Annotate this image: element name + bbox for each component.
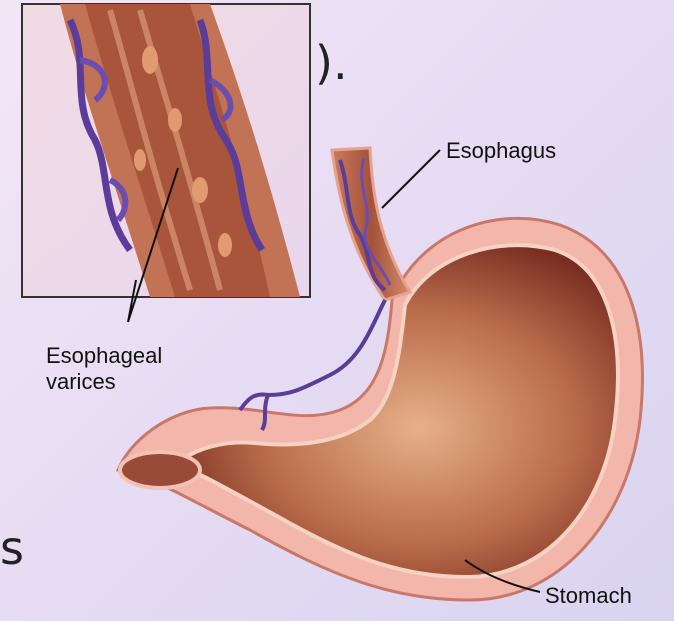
label-esophageal-varices: Esophageal varices (46, 343, 162, 395)
vein-stomach (268, 300, 385, 395)
leader-esophagus (382, 150, 440, 208)
slide-fragment-bottom: s (0, 523, 24, 573)
label-esophagus: Esophagus (446, 138, 556, 164)
pyloric-opening (120, 452, 200, 488)
slide-fragment-top: ). (315, 38, 348, 88)
label-stomach: Stomach (545, 583, 632, 609)
